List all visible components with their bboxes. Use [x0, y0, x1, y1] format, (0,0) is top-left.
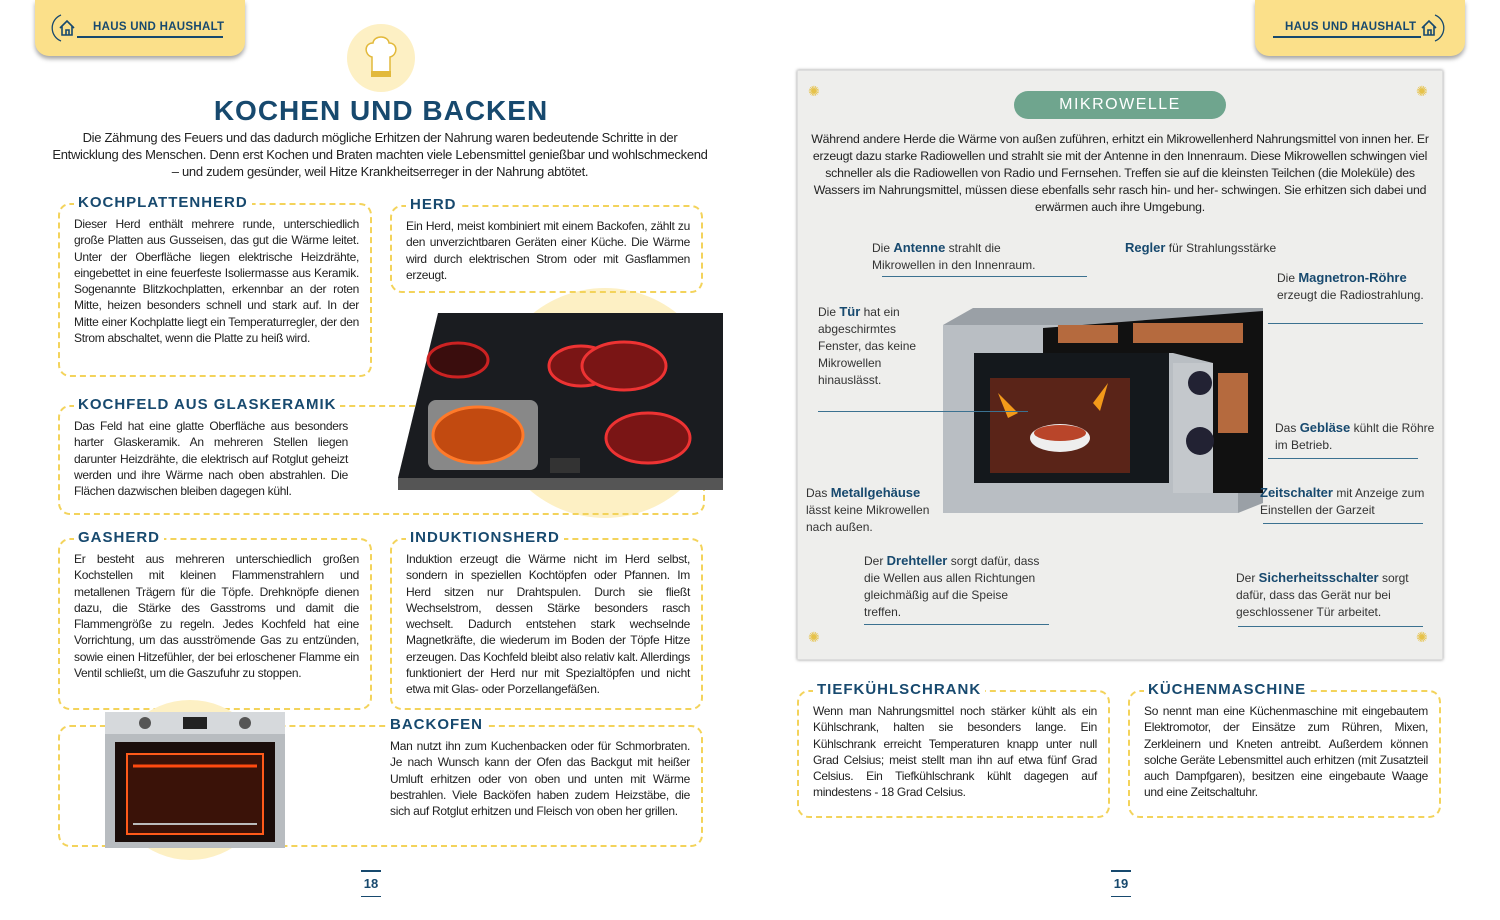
- microwave-panel: MIKROWELLE Während andere Herde die Wärm…: [797, 70, 1443, 660]
- section-heading: KOCHFELD AUS GLASKERAMIK: [74, 395, 341, 415]
- tab-underline: [77, 36, 223, 38]
- corner-ornament-icon: ✺: [808, 629, 820, 645]
- section-text: So nennt man eine Küchenmaschine mit ein…: [1144, 704, 1428, 800]
- leader-line: [1268, 323, 1423, 324]
- corner-ornament-icon: ✺: [1416, 629, 1428, 645]
- section-text: Induktion erzeugt die Wärme nicht im Her…: [406, 552, 690, 697]
- section-tiefkuehlschrank: TIEFKÜHLSCHRANK Wenn man Nahrungsmittel n…: [797, 680, 1110, 818]
- corner-ornament-icon: ✺: [1416, 83, 1428, 99]
- panel-intro: Während andere Herde die Wärme von außen…: [811, 132, 1429, 214]
- section-text: Ein Herd, meist kombiniert mit einem Bac…: [406, 219, 690, 282]
- oven-illustration: [105, 712, 285, 848]
- section-heading: KÜCHENMASCHINE: [1144, 680, 1311, 700]
- label-metallgehaeuse: Das Metallgehäuse lässt keine Mikrowelle…: [806, 485, 930, 534]
- tab-underline: [1273, 36, 1421, 38]
- label-regler: Regler für Strahlungsstärke: [1125, 240, 1277, 255]
- section-text: Er besteht aus mehreren unterschiedlich …: [74, 552, 359, 681]
- section-text: Wenn man Nahrungsmittel noch stärker küh…: [813, 704, 1097, 800]
- cooktop-illustration: [398, 313, 723, 490]
- leader-line: [1263, 523, 1423, 524]
- microwave-illustration: [943, 308, 1263, 513]
- house-icon: [1421, 14, 1445, 42]
- page-number: 19: [1106, 870, 1136, 897]
- section-heading: TIEFKÜHLSCHRANK: [813, 680, 986, 700]
- leader-line: [1268, 458, 1418, 459]
- label-geblaese: Das Gebläse kühlt die Röhre im Betrieb.: [1275, 420, 1435, 452]
- section-text: Man nutzt ihn zum Kuchenbacken oder für …: [390, 739, 690, 819]
- section-heading: BACKOFEN: [386, 715, 487, 735]
- section-heading: HERD: [406, 195, 461, 215]
- section-tab-left: HAUS UND HAUSHALT: [35, 0, 245, 56]
- section-kuechenmaschine: KÜCHENMASCHINE So nennt man eine Küchenma…: [1128, 680, 1441, 818]
- label-zeitschalter: Zeitschalter mit Anzeige zum Einstellen …: [1260, 485, 1425, 517]
- leader-line: [818, 411, 1028, 412]
- section-tab-right: HAUS UND HAUSHALT: [1255, 0, 1465, 56]
- corner-ornament-icon: ✺: [808, 83, 820, 99]
- section-heading: INDUKTIONSHERD: [406, 528, 564, 548]
- panel-title: MIKROWELLE: [1014, 91, 1226, 119]
- section-herd: HERD Ein Herd, meist kombiniert mit einem…: [390, 195, 703, 293]
- section-text: Dieser Herd enthält mehrere runde, unter…: [74, 217, 359, 346]
- page-number: 18: [356, 870, 386, 897]
- section-gasherd: GASHERD Er besteht aus mehreren unterschi…: [58, 528, 372, 710]
- house-icon: [51, 14, 75, 42]
- label-tuer: Die Tür hat ein abgeschirmtes Fenster, d…: [818, 304, 917, 387]
- intro-text: Die Zähmung des Feuers und das dadurch m…: [52, 130, 708, 179]
- label-magnetron: Die Magnetron-Röhre erzeugt die Radiostr…: [1277, 270, 1424, 302]
- section-induktionsherd: INDUKTIONSHERD Induktion erzeugt die Wärm…: [390, 528, 703, 710]
- label-drehteller: Der Drehteller sorgt dafür, dass die Wel…: [864, 553, 1040, 619]
- leader-line: [1238, 626, 1423, 627]
- page-title: KOCHEN UND BACKEN: [213, 95, 549, 126]
- section-heading: GASHERD: [74, 528, 165, 548]
- section-text: Das Feld hat eine glatte Oberfläche aus …: [74, 419, 348, 499]
- label-antenne: Die Antenne strahlt die Mikrowellen in d…: [872, 240, 1036, 272]
- chef-hat-icon: [347, 24, 415, 92]
- section-heading: KOCHPLATTENHERD: [74, 193, 252, 213]
- leader-line: [882, 276, 1087, 277]
- section-kochplattenherd: KOCHPLATTENHERD Dieser Herd enthält mehre…: [58, 193, 372, 377]
- leader-line: [864, 624, 1049, 625]
- section-backofen: BACKOFEN Man nutzt ihn zum Kuchenbacken o…: [58, 715, 703, 847]
- section-label: HAUS UND HAUSHALT: [1285, 21, 1417, 33]
- section-label: HAUS UND HAUSHALT: [93, 21, 225, 33]
- label-sicherheitsschalter: Der Sicherheitsschalter sorgt dafür, das…: [1236, 570, 1409, 619]
